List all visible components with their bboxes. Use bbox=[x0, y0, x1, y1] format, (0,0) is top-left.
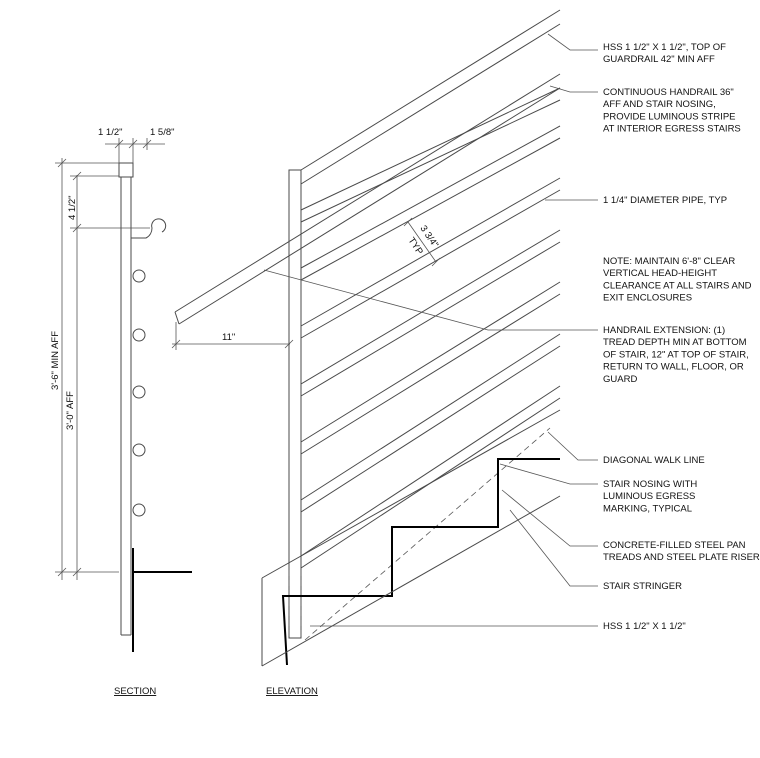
elevation-top-guardrail bbox=[300, 23, 561, 185]
callout-note-line: STAIR STRINGER bbox=[603, 581, 682, 592]
callout-note-line: HANDRAIL EXTENSION: (1) bbox=[603, 325, 725, 336]
section-dim-rail-offset: 1 5/8" bbox=[150, 127, 175, 138]
callout-note-line: 1 1/4" DIAMETER PIPE, TYP bbox=[603, 195, 727, 206]
callout-note-line: HSS 1 1/2" X 1 1/2", TOP OF bbox=[603, 42, 726, 53]
callout-note: HSS 1 1/2" X 1 1/2" bbox=[603, 621, 686, 632]
elevation-caption: ELEVATION bbox=[266, 686, 318, 697]
callout-note-line: AT INTERIOR EGRESS STAIRS bbox=[603, 124, 741, 135]
elevation-dim-extension-value: 11" bbox=[222, 332, 235, 343]
callout-note: 1 1/4" DIAMETER PIPE, TYP bbox=[603, 195, 727, 206]
elevation-stair-profile bbox=[281, 458, 560, 666]
callout-note: CONTINUOUS HANDRAIL 36"AFF AND STAIR NOS… bbox=[603, 87, 741, 135]
section-dim-tick bbox=[128, 139, 138, 149]
elevation-leaders bbox=[263, 33, 598, 627]
elevation-stringer-top bbox=[261, 409, 561, 579]
callout-note-line: CONCRETE-FILLED STEEL PAN bbox=[603, 540, 746, 551]
section-pipe bbox=[132, 503, 146, 517]
callout-note-line: OF STAIR, 12" AT TOP OF STAIR, bbox=[603, 349, 749, 360]
callout-note: STAIR STRINGER bbox=[603, 581, 682, 592]
callout-note-line: NOTE: MAINTAIN 6'-8" CLEAR bbox=[603, 256, 735, 267]
callout-note-line: TREAD DEPTH MIN AT BOTTOM bbox=[603, 337, 747, 348]
section-pipe bbox=[132, 443, 146, 457]
callout-note-line: GUARD bbox=[603, 374, 637, 385]
callout-note-line: MARKING, TYPICAL bbox=[603, 503, 692, 514]
callout-note-line: DIAGONAL WALK LINE bbox=[603, 455, 705, 466]
section-caption: SECTION bbox=[114, 686, 156, 697]
callout-note-line: EXIT ENCLOSURES bbox=[603, 293, 692, 304]
section-dim-tick bbox=[72, 567, 82, 577]
elevation-view: 3 3/4" TYP 11" ELEVATION bbox=[171, 9, 598, 697]
section-dim-tick bbox=[57, 158, 67, 168]
section-handrail bbox=[131, 218, 167, 239]
section-dim-tick bbox=[72, 171, 82, 181]
callout-note-line: PROVIDE LUMINOUS STRIPE bbox=[603, 111, 736, 122]
elevation-top-guardrail bbox=[300, 9, 561, 171]
section-dim-guard-height: 3'-6" MIN AFF bbox=[50, 331, 61, 390]
section-dim-handrail-height: 3'-0" AFF bbox=[65, 391, 76, 430]
callout-note: DIAGONAL WALK LINE bbox=[603, 455, 705, 466]
section-pipe bbox=[132, 269, 146, 283]
section-dim-tick bbox=[114, 139, 124, 149]
callout-note-line: RETURN TO WALL, FLOOR, OR bbox=[603, 362, 744, 373]
elevation-dim-tick bbox=[171, 339, 181, 349]
elevation-dim-pipe-spacing-typ: TYP bbox=[406, 236, 425, 257]
callout-note-line: VERTICAL HEAD-HEIGHT bbox=[603, 268, 717, 279]
callout-note-line: AFF AND STAIR NOSING, bbox=[603, 99, 716, 110]
elevation-dim-tick bbox=[403, 217, 413, 227]
callout-note-line: LUMINOUS EGRESS bbox=[603, 491, 695, 502]
elevation-handrail bbox=[174, 73, 561, 325]
section-top-rail bbox=[118, 162, 134, 178]
elevation-diagonal-walk-line bbox=[304, 427, 551, 641]
elevation-stringer-bottom bbox=[261, 495, 561, 667]
section-pipe bbox=[132, 385, 146, 399]
callout-note-line: HSS 1 1/2" X 1 1/2" bbox=[603, 621, 686, 632]
elevation-end-post bbox=[288, 169, 302, 639]
callout-note-line: CONTINUOUS HANDRAIL 36" bbox=[603, 87, 734, 98]
section-dim-post-width: 1 1/2" bbox=[98, 127, 123, 138]
section-dim-tick bbox=[72, 223, 82, 233]
callout-note-line: STAIR NOSING WITH bbox=[603, 479, 697, 490]
section-dim-tick bbox=[142, 139, 152, 149]
elevation-dim-pipe-spacing bbox=[407, 221, 437, 263]
section-dim-tick bbox=[57, 567, 67, 577]
callout-note-line: GUARDRAIL 42" MIN AFF bbox=[603, 54, 715, 65]
section-pipe bbox=[132, 328, 146, 342]
elevation-dim-tick bbox=[284, 339, 294, 349]
section-dim-top-gap: 4 1/2" bbox=[67, 195, 78, 220]
section-view: 1 1/2" 1 5/8" 4 1/2" 3'-6" MIN AFF 3'-0"… bbox=[50, 127, 192, 697]
elevation-dim-tick bbox=[431, 257, 441, 267]
callout-note: HANDRAIL EXTENSION: (1)TREAD DEPTH MIN A… bbox=[603, 325, 749, 385]
callout-note-line: TREADS AND STEEL PLATE RISERS bbox=[603, 552, 760, 563]
callout-note-line: CLEARANCE AT ALL STAIRS AND bbox=[603, 280, 752, 291]
